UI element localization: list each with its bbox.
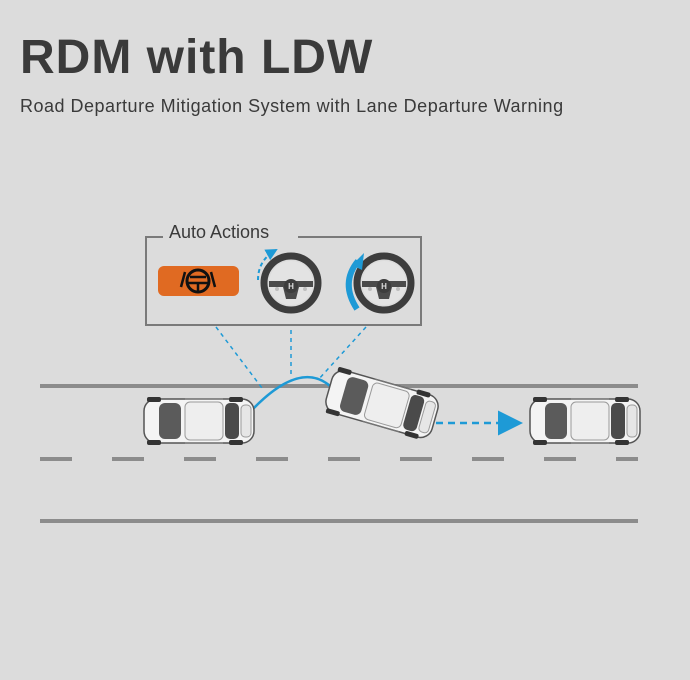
car-corrected xyxy=(529,396,641,446)
page-title: RDM with LDW xyxy=(20,31,374,84)
auto-actions-box: Auto Actions xyxy=(145,222,422,326)
auto-actions-label: Auto Actions xyxy=(169,222,269,242)
car-start xyxy=(143,396,255,446)
car-departing xyxy=(321,365,443,443)
vehicle-trajectory xyxy=(251,375,331,411)
action-pointer-lines xyxy=(215,326,367,389)
steering-wheel-correction-icon xyxy=(345,253,411,310)
lane-departure-warning-icon xyxy=(158,266,239,296)
page-subtitle: Road Departure Mitigation System with La… xyxy=(20,96,564,116)
steering-wheel-vibration-icon xyxy=(257,249,318,310)
